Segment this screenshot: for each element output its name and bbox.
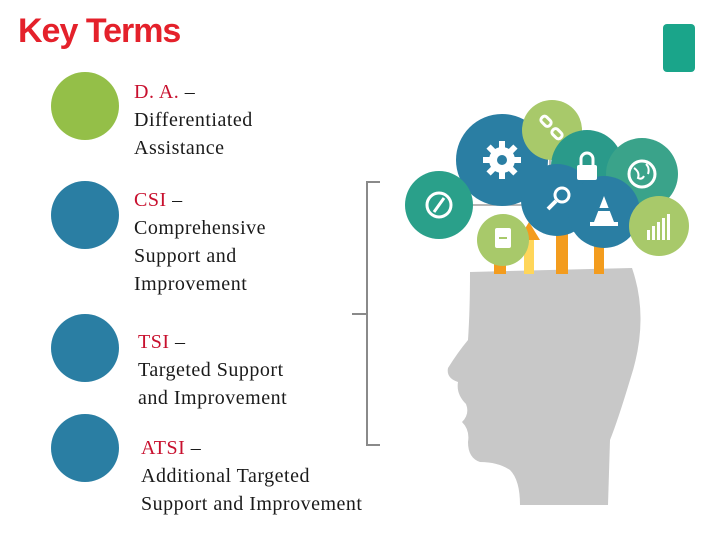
term-line: and Improvement: [138, 387, 288, 409]
term-line: Support and: [134, 245, 237, 267]
term-atsi: ATSI – Additional Targeted Support and I…: [141, 434, 362, 518]
term-tsi: TSI – Targeted Support and Improvement: [138, 328, 287, 412]
page-title: Key Terms: [18, 12, 181, 50]
globe-icon: [627, 159, 657, 189]
term-csi: CSI – Comprehensive Support and Improvem…: [134, 186, 266, 298]
term-line: Differentiated: [134, 109, 253, 131]
lock-icon: [577, 151, 597, 180]
document-icon: [495, 228, 511, 248]
search-icon: [546, 186, 571, 211]
term-bullet-csi: [51, 181, 119, 249]
term-line: Additional Targeted: [141, 465, 310, 487]
term-abbr: ATSI: [141, 437, 186, 459]
term-abbr: CSI: [134, 189, 167, 211]
term-bullet-tsi: [51, 314, 119, 382]
link-icon: [539, 114, 564, 141]
term-da: D. A. – Differentiated Assistance: [134, 78, 253, 162]
head-illustration: [405, 100, 689, 505]
cone-icon: [590, 196, 618, 226]
grouping-bracket-tick: [352, 313, 368, 315]
term-line: Comprehensive: [134, 217, 267, 239]
term-abbr: TSI: [138, 331, 170, 353]
term-dash: –: [166, 189, 183, 211]
term-line: Support and Improvement: [141, 493, 363, 515]
term-bullet-atsi: [51, 414, 119, 482]
grouping-bracket: [366, 181, 380, 446]
term-abbr: D. A.: [134, 81, 180, 103]
term-line: Targeted Support: [138, 359, 284, 381]
term-dash: –: [169, 331, 186, 353]
term-line: Improvement: [134, 273, 248, 295]
term-bullet-da: [51, 72, 119, 140]
head-silhouette: [447, 268, 641, 505]
term-dash: –: [179, 81, 196, 103]
compass-icon: [425, 191, 453, 219]
term-line: Assistance: [134, 137, 225, 159]
term-dash: –: [185, 437, 202, 459]
corner-accent-tab: [663, 24, 695, 72]
bar-chart-icon: [647, 214, 670, 240]
gear-icon: [483, 141, 521, 179]
